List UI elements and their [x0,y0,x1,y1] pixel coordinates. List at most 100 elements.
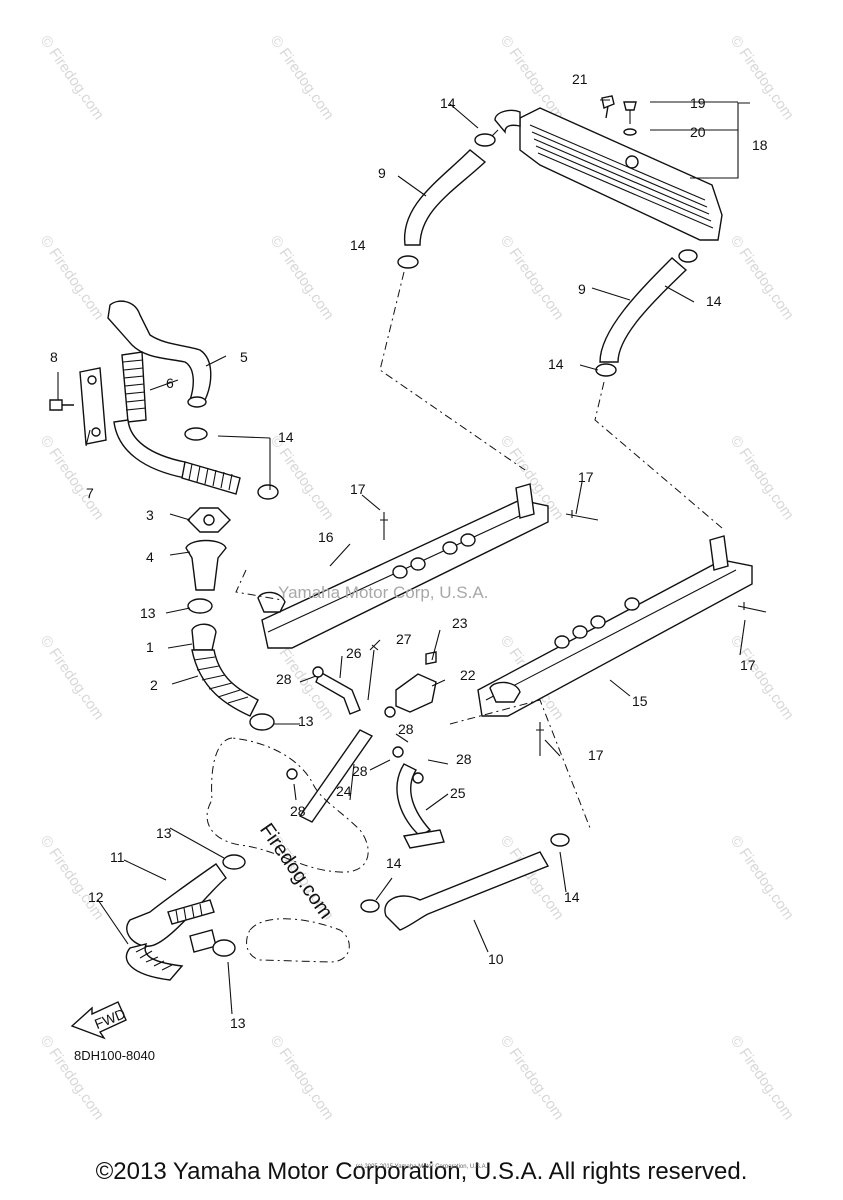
clamp-14-a [474,129,499,147]
hose-9-lower [599,257,688,363]
bellows-6 [121,351,147,423]
clamp-14-h [550,833,570,847]
clamp-14-f [257,484,279,500]
watermark-tile: © Firedog.com [727,633,797,724]
clamp-13-a [187,598,213,614]
bellows-12 [125,943,184,981]
watermark-tile: © Firedog.com [727,233,797,324]
footer-copyright: ©2013 Yamaha Motor Corporation, U.S.A. A… [95,1158,748,1185]
callout-8: 8 [50,349,58,365]
hose-1 [191,623,217,651]
watermark-tile: © Firedog.com [267,233,337,324]
clamp-28-c [392,746,404,758]
callout-14: 14 [386,855,402,871]
bolt-19 [623,101,637,124]
bellows-6-lower [181,461,241,495]
clamp-14-c [678,249,698,263]
watermark-tile: © Firedog.com [37,233,107,324]
clamp-28-a [312,666,324,678]
clamp-28-d [412,772,424,784]
callout-25: 25 [450,785,466,801]
callout-24: 24 [336,783,352,799]
callout-20: 20 [690,124,706,140]
bolt-8 [49,399,74,411]
clamp-14-g [360,899,380,913]
callout-22: 22 [460,667,476,683]
callout-13: 13 [230,1015,246,1031]
callout-23: 23 [452,615,468,631]
watermark-tile: © Firedog.com [727,1033,797,1124]
cooler-assembly [494,107,723,241]
watermark-tile: © Firedog.com [37,833,107,924]
watermark-tile: © Firedog.com [267,433,337,524]
callout-13: 13 [298,713,314,729]
callout-6: 6 [166,375,174,391]
watermark-tile: © Firedog.com [267,1033,337,1124]
callout-18: 18 [752,137,768,153]
watermark-tile: © Firedog.com [37,33,107,124]
callout-15: 15 [632,693,648,709]
clamp-13-c [222,854,246,870]
callout-17: 17 [350,481,366,497]
watermark-tile: © Firedog.com [497,233,567,324]
bracket-7 [79,367,107,445]
callout-14: 14 [350,237,366,253]
clamp-28-e [286,768,298,780]
callout-13: 13 [156,825,172,841]
wire-27 [367,639,381,701]
callout-10: 10 [488,951,504,967]
clamp-13-d [212,939,236,957]
callout-17: 17 [578,469,594,485]
watermark-tile: © Firedog.com [37,1033,107,1124]
clamp-14-e [184,427,208,441]
callout-12: 12 [88,889,104,905]
hose-10 [384,851,550,931]
clamp-13-b [249,713,275,731]
callout-3: 3 [146,507,154,523]
watermark-tile: © Firedog.com [37,433,107,524]
callout-28: 28 [456,751,472,767]
callout-28: 28 [398,721,414,737]
clamp-14-d [595,363,617,377]
fwd-arrow-icon: FWD [70,1001,128,1040]
watermark-center: Yamaha Motor Corp, U.S.A. [278,583,489,602]
callout-14: 14 [564,889,580,905]
washer-20 [623,128,637,136]
watermark-tile: © Firedog.com [267,33,337,124]
hose-2 [191,649,259,717]
rivet-17-b [565,510,599,521]
watermark-tile: © Firedog.com [497,1033,567,1124]
rivet-17-c [737,602,767,613]
callout-14: 14 [548,356,564,372]
callout-14: 14 [278,429,294,445]
footer-small-copyright: (c) 2005-2015 Yamaha Motor Corporation, … [355,1164,488,1170]
callout-13: 13 [140,605,156,621]
clamp-28-b [384,706,396,718]
hose-9-upper [403,149,487,246]
callout-4: 4 [146,549,154,565]
callout-28: 28 [276,671,292,687]
watermark-tile: © Firedog.com [497,33,567,124]
callout-11: 11 [110,849,125,865]
callout-7: 7 [86,485,94,501]
clamp-14-b [397,255,419,269]
callout-14: 14 [440,95,456,111]
callout-2: 2 [150,677,158,693]
callout-17: 17 [740,657,756,673]
hose-11 [126,863,227,947]
callout-14: 14 [706,293,722,309]
hose-26 [315,670,361,715]
fitting-4 [185,539,227,591]
callout-28: 28 [352,763,368,779]
callout-16: 16 [318,529,334,545]
watermark-tile: © Firedog.com [727,433,797,524]
callout-28: 28 [290,803,306,819]
callout-27: 27 [396,631,412,647]
callout-5: 5 [240,349,248,365]
pipe-5 [107,300,212,401]
callout-9: 9 [578,281,586,297]
callout-9: 9 [378,165,386,181]
watermark-tile: © Firedog.com [727,833,797,924]
